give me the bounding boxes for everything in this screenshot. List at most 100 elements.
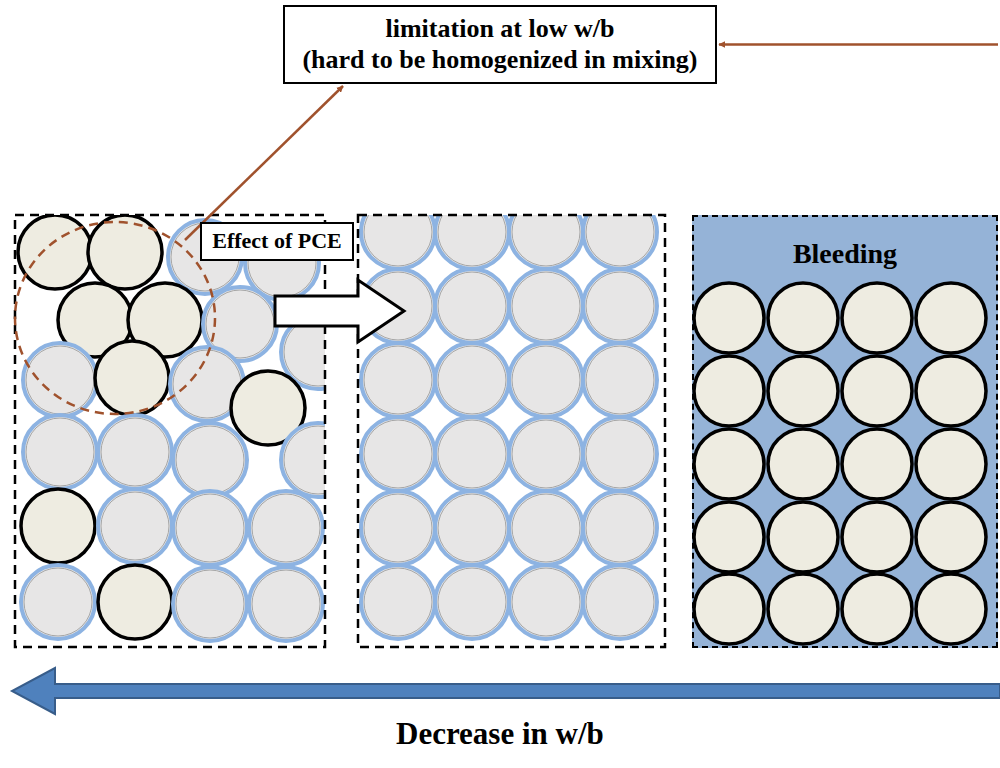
- particles-dispersed: [361, 215, 657, 639]
- leader-line: [185, 86, 343, 240]
- coated-particle: [583, 215, 657, 269]
- particle-rim: [26, 418, 94, 486]
- particle-rim: [586, 346, 654, 414]
- particle-rim: [364, 420, 432, 488]
- coated-particle: [583, 269, 657, 343]
- leader-line: [719, 43, 998, 46]
- coated-particle: [361, 215, 435, 269]
- particle-rim: [438, 215, 506, 266]
- particle-rim: [24, 568, 92, 636]
- bare-particle: [842, 356, 912, 426]
- particle-rim: [364, 346, 432, 414]
- particle-rim: [26, 346, 94, 414]
- coated-particle: [173, 423, 247, 497]
- particle-rim: [438, 420, 506, 488]
- coated-particle: [583, 491, 657, 565]
- bare-particle: [88, 215, 162, 289]
- particle-rim: [512, 494, 580, 562]
- coated-particle: [509, 491, 583, 565]
- coated-particle: [583, 565, 657, 639]
- coated-particle: [509, 565, 583, 639]
- coated-particle: [173, 567, 247, 641]
- bleeding-water: [692, 215, 998, 648]
- coated-particle: [435, 491, 509, 565]
- coated-particle: [583, 417, 657, 491]
- coated-particle: [509, 269, 583, 343]
- bare-particle: [768, 429, 838, 499]
- coated-particle: [361, 491, 435, 565]
- coated-particle: [509, 215, 583, 269]
- bare-particle: [694, 356, 764, 426]
- panel-label: Bleeding: [694, 237, 996, 271]
- bare-particle: [916, 356, 986, 426]
- leader-lines: [185, 45, 998, 241]
- coated-particle: [435, 565, 509, 639]
- coated-particle: [435, 417, 509, 491]
- bare-particle: [694, 502, 764, 572]
- particle-rim: [364, 568, 432, 636]
- coated-particle: [23, 343, 97, 417]
- label-box: Effect of PCE: [200, 222, 354, 261]
- coated-particle: [98, 415, 172, 489]
- particle-rim: [512, 215, 580, 266]
- coated-particle: [249, 567, 323, 641]
- panel-outline: [15, 215, 325, 647]
- inhomogeneous-zone: [15, 222, 215, 414]
- bare-particle: [694, 429, 764, 499]
- particle-rim: [512, 272, 580, 340]
- coated-particle: [509, 417, 583, 491]
- particle-rim: [586, 568, 654, 636]
- bare-particle: [768, 356, 838, 426]
- particle-rim: [284, 318, 325, 386]
- particle-rim: [252, 494, 320, 562]
- coated-particle: [21, 565, 95, 639]
- particle-rim: [586, 494, 654, 562]
- particle-rim: [176, 494, 244, 562]
- bare-particle: [694, 283, 764, 353]
- bare-particle: [842, 429, 912, 499]
- coated-particle: [435, 215, 509, 269]
- particles-bleeding: [694, 283, 986, 644]
- coated-particle: [583, 343, 657, 417]
- panel-outline: [358, 215, 665, 647]
- bare-particle: [694, 574, 764, 644]
- box-label: Effect of PCE: [211, 228, 343, 254]
- bare-particle: [842, 574, 912, 644]
- particle-rim: [586, 272, 654, 340]
- bare-particle: [98, 565, 172, 639]
- axis-label: Decrease in w/b: [396, 716, 604, 752]
- particle-rim: [586, 420, 654, 488]
- callout-text: (hard to be homogenized in mixing): [301, 44, 699, 75]
- particle-rim: [512, 568, 580, 636]
- particle-rim: [252, 570, 320, 638]
- hollow-arrow: [275, 280, 404, 342]
- particle-rim: [438, 568, 506, 636]
- bare-particle: [768, 502, 838, 572]
- coated-particle: [98, 489, 172, 563]
- coated-particle: [281, 423, 325, 497]
- coated-particle: [173, 491, 247, 565]
- particle-rim: [512, 346, 580, 414]
- coated-particle: [361, 565, 435, 639]
- callout-text: limitation at low w/b: [301, 13, 699, 44]
- particle-rim: [176, 570, 244, 638]
- particle-rim: [364, 215, 432, 266]
- particle-rim: [438, 272, 506, 340]
- particle-rim: [512, 420, 580, 488]
- bare-particle: [842, 283, 912, 353]
- particle-rim: [176, 426, 244, 494]
- coated-particle: [435, 269, 509, 343]
- coated-particle: [509, 343, 583, 417]
- callout-box: limitation at low w/b(hard to be homogen…: [283, 5, 717, 84]
- bare-particle: [768, 283, 838, 353]
- bare-particle: [916, 429, 986, 499]
- bare-particle: [768, 574, 838, 644]
- bare-particle: [18, 215, 92, 289]
- particles-low-wb: [18, 215, 325, 641]
- particle-rim: [101, 492, 169, 560]
- bleeding-panel: Bleeding: [692, 215, 998, 648]
- bare-particle: [916, 502, 986, 572]
- particle-rim: [586, 215, 654, 266]
